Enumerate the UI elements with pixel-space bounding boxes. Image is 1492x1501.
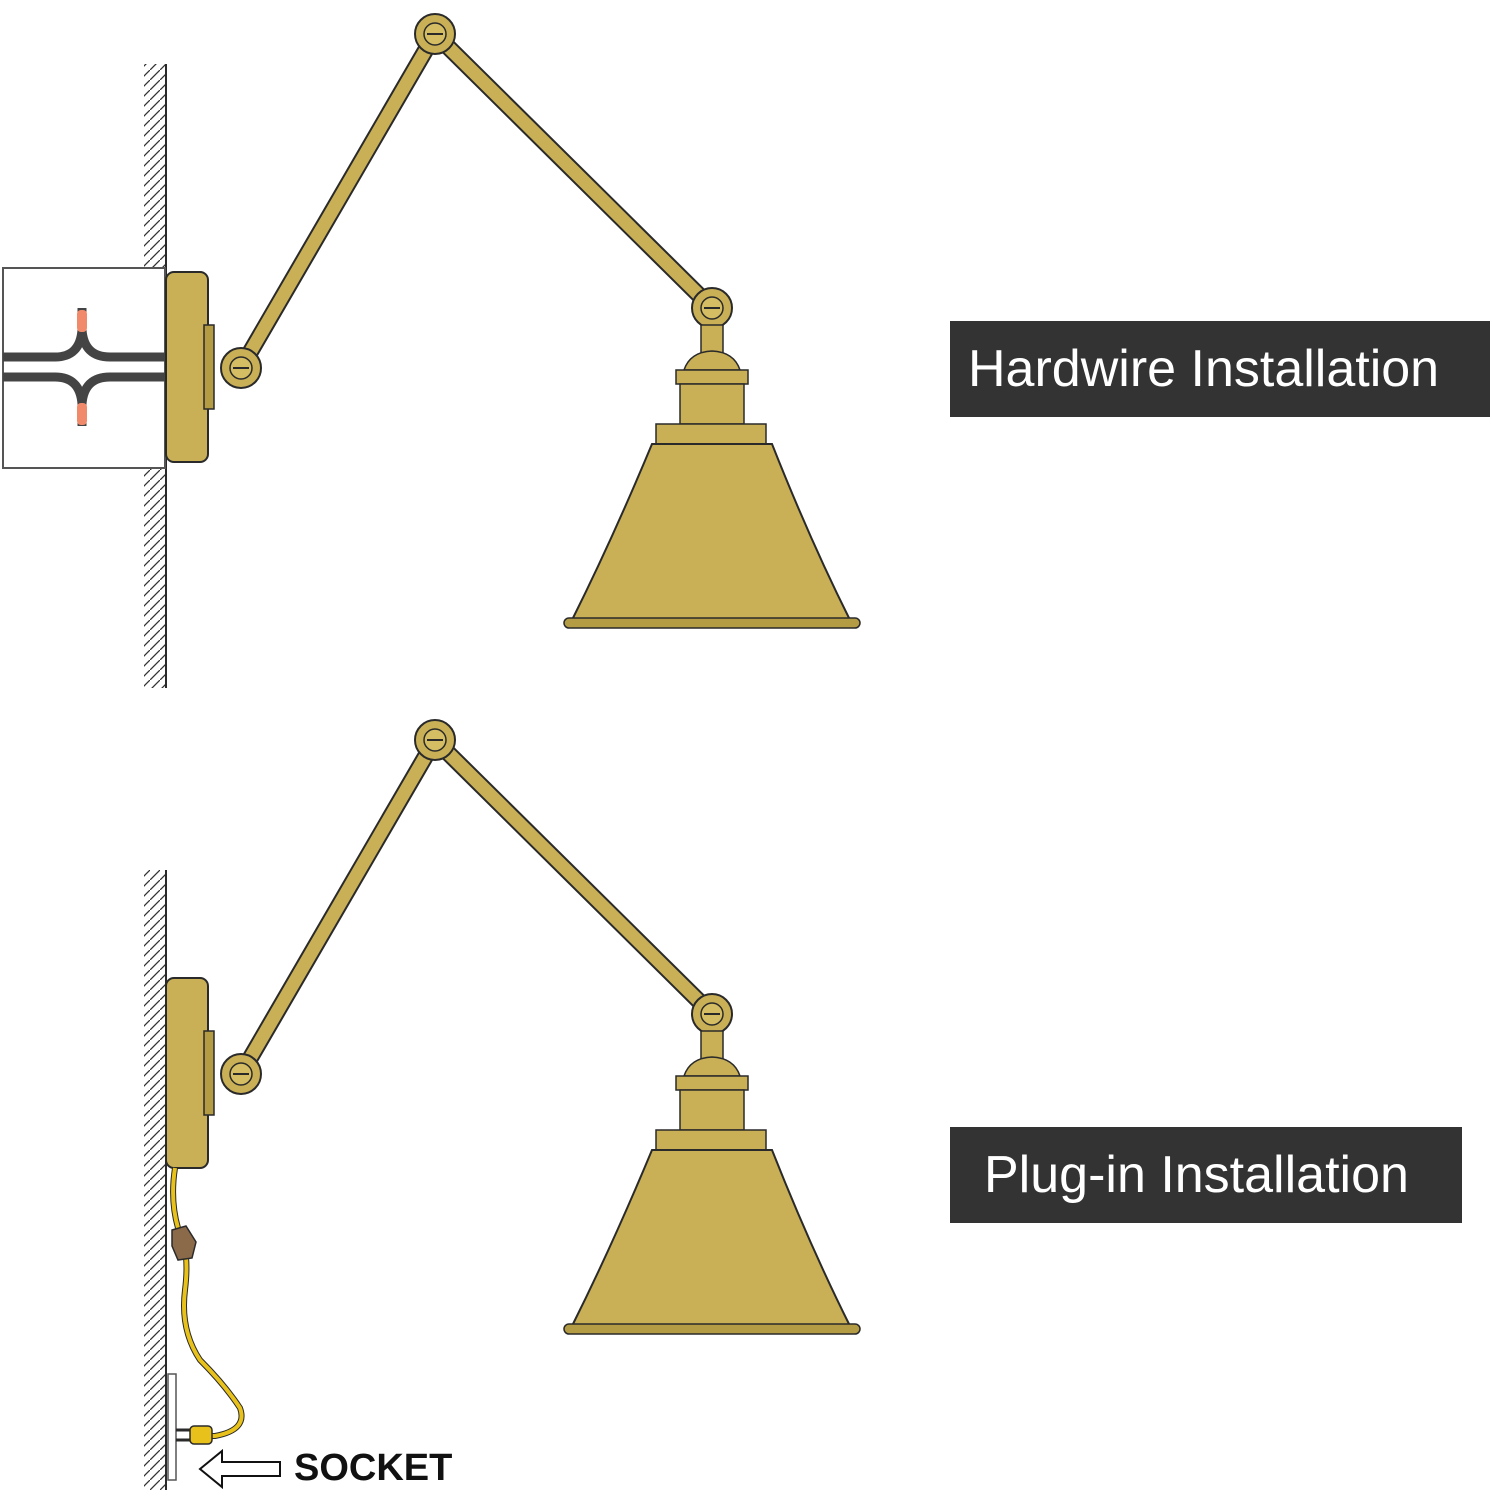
hardwire-installation-label: Hardwire Installation (950, 321, 1490, 417)
cord-switch-icon (171, 1225, 197, 1261)
plugin-diagram (144, 720, 860, 1490)
junction-box (2, 267, 166, 469)
wall-hatch-bottom (144, 870, 166, 1490)
hardwire-diagram (2, 14, 860, 688)
socket-label: SOCKET (294, 1447, 453, 1489)
plugin-label-text: Plug-in Installation (984, 1146, 1409, 1204)
arrow-left-icon (198, 1448, 281, 1490)
plugin-installation-label: Plug-in Installation (950, 1127, 1462, 1223)
hardwire-label-text: Hardwire Installation (968, 340, 1440, 398)
plug-icon (167, 1373, 213, 1481)
sconce-lamp-bottom (166, 720, 860, 1334)
sconce-lamp-top (166, 14, 860, 628)
power-cord-icon (170, 1167, 245, 1439)
